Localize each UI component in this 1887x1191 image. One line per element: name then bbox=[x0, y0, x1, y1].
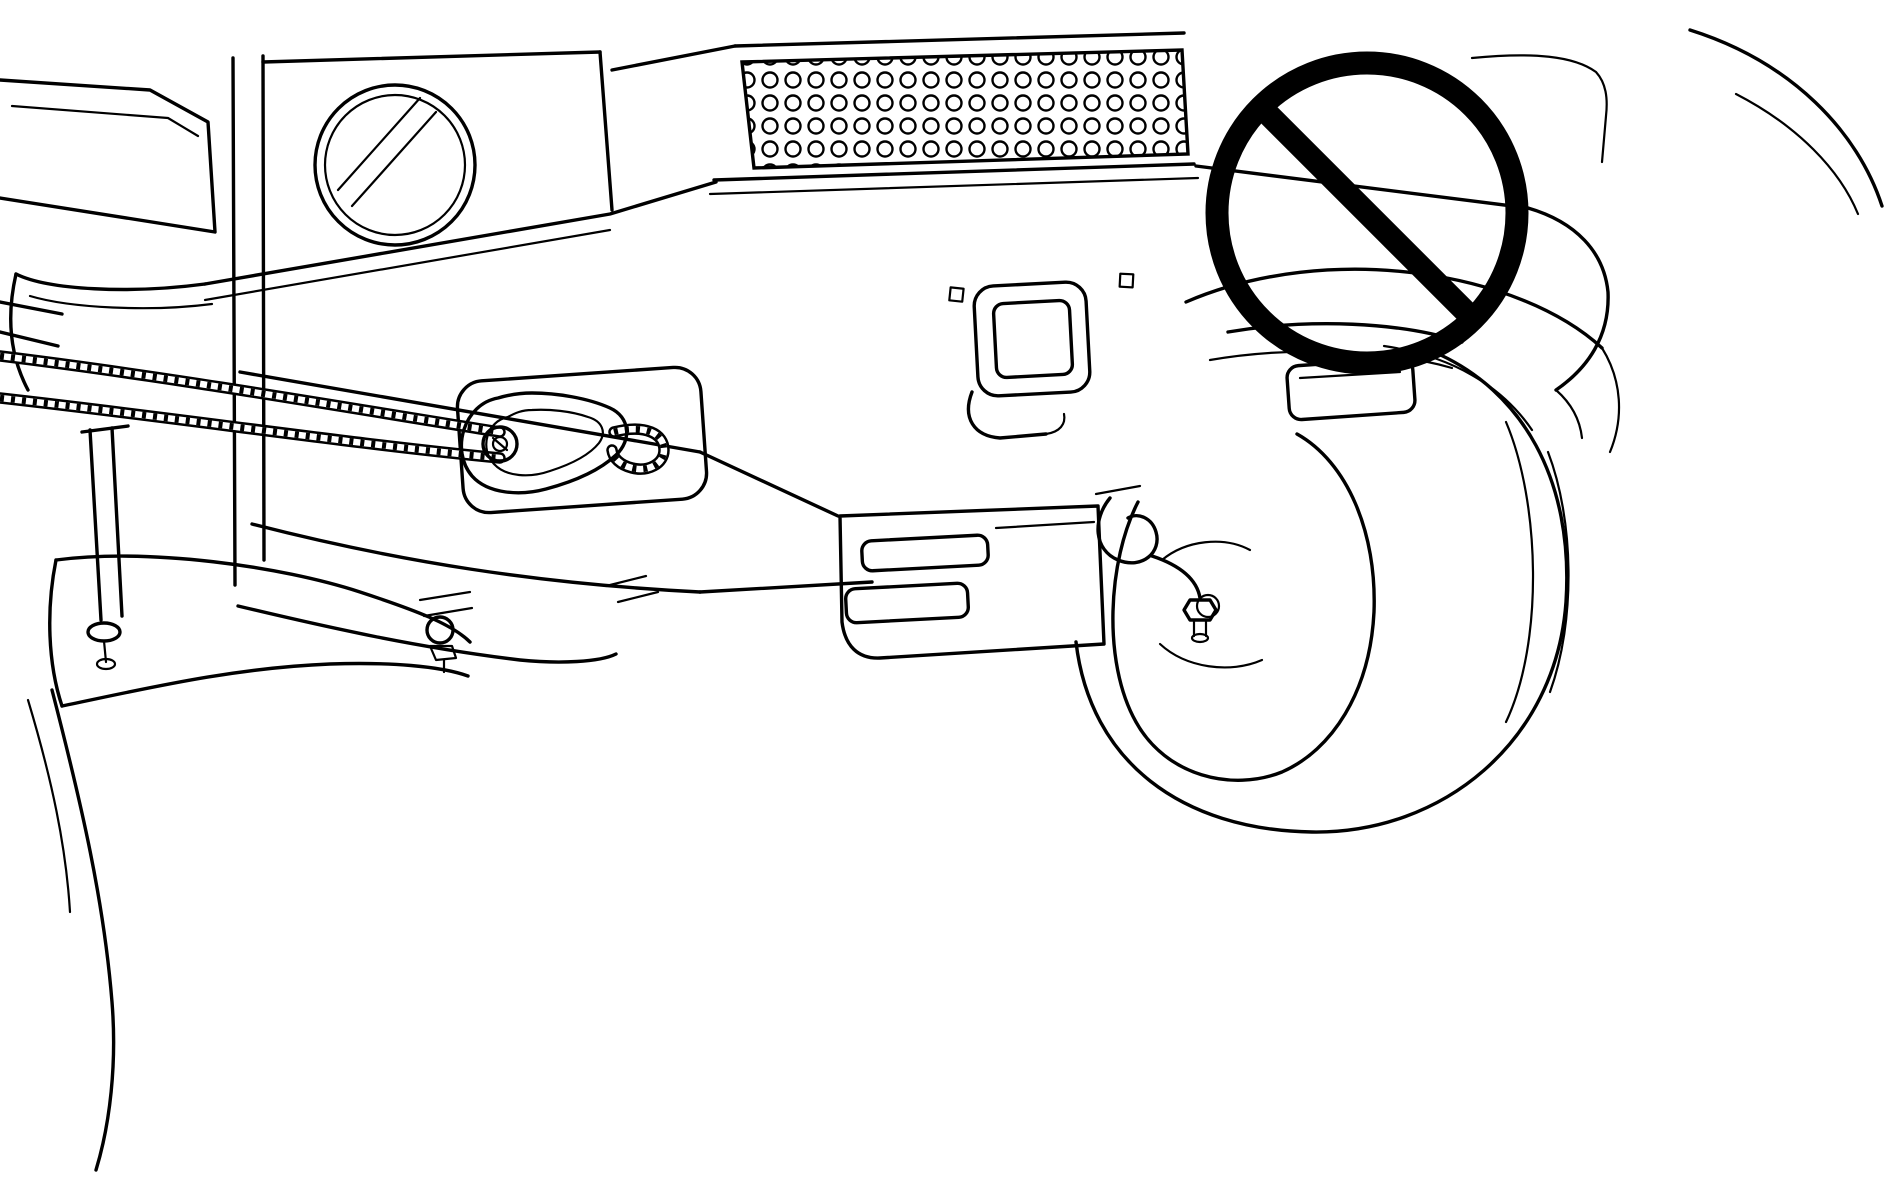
round-driving-lamp bbox=[313, 83, 477, 247]
left-suspension bbox=[0, 300, 618, 1172]
tow-rope bbox=[0, 350, 670, 475]
brake-hose-fitting bbox=[1094, 484, 1218, 644]
right-body-lines bbox=[1470, 28, 1884, 216]
tie-down-hook bbox=[1096, 496, 1159, 565]
perforated-grille-panel bbox=[708, 48, 1200, 196]
skid-plate bbox=[838, 504, 1106, 660]
ball-joint bbox=[425, 615, 455, 645]
recovery-shackle bbox=[459, 391, 629, 495]
vehicle-body-upper-left bbox=[0, 31, 1186, 587]
tow-shackle-and-rope bbox=[0, 350, 709, 515]
no-symbol-icon bbox=[1205, 51, 1529, 375]
front-bumper bbox=[8, 164, 1610, 604]
prohibition-symbol bbox=[1205, 51, 1529, 375]
no-symbol-slash bbox=[1252, 98, 1482, 328]
center-receiver-opening bbox=[966, 280, 1092, 440]
